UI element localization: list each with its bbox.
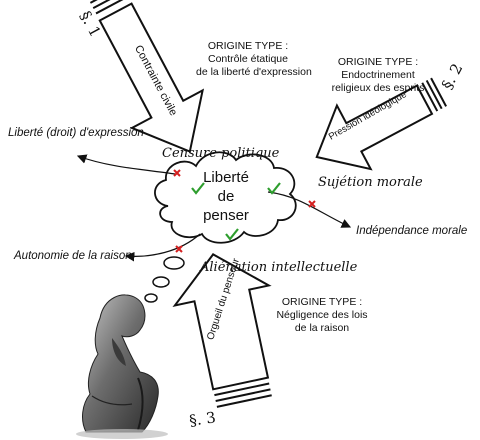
- arrow-1-stripe: [89, 0, 123, 4]
- origin-one-label: ORIGINE TYPE : Contrôle étatique de la l…: [196, 40, 312, 79]
- outcome-independance: Indépendance morale: [356, 225, 468, 237]
- threat-alienation: Aliénation intellectuelle: [200, 260, 358, 275]
- arrow-2: [315, 77, 447, 171]
- origin-one-line3: de la liberté d'expression: [196, 66, 312, 78]
- section-three: §. 3: [188, 408, 217, 430]
- threat-sujetion: Sujétion morale: [318, 175, 423, 190]
- origin-three-line2: Négligence des lois: [276, 309, 368, 321]
- cloud-label: Liberté de penser: [186, 168, 266, 225]
- origin-three-line1: ORIGINE TYPE :: [281, 296, 363, 308]
- arrow-2-body: [315, 84, 434, 171]
- cross-icon: [308, 200, 316, 208]
- arrow-3-stripe: [214, 382, 270, 397]
- arrow-3: [172, 253, 272, 408]
- thinker-figure: [76, 294, 168, 439]
- thought-cloud: [154, 151, 297, 244]
- origin-two-line1: ORIGINE TYPE :: [337, 56, 419, 68]
- cloud-line2: de: [217, 188, 235, 205]
- origin-two-label: ORIGINE TYPE : Endoctrinement religieux …: [326, 56, 430, 95]
- origin-two-line3: religieux des esprits: [331, 82, 425, 94]
- arrow-2-stripe: [430, 77, 447, 107]
- cloud-line1: Liberté: [203, 169, 249, 186]
- arrow-3-stripe: [215, 388, 271, 403]
- arrow-3-body: [172, 253, 272, 391]
- arrow-2-stripe: [425, 79, 443, 110]
- origin-three-label: ORIGINE TYPE : Négligence des lois de la…: [266, 296, 378, 335]
- outcome-autonomie: Autonomie de la raison: [14, 250, 132, 262]
- thought-bubble: [152, 276, 170, 288]
- cross-icon: [173, 169, 181, 177]
- connector-sujetion: [267, 191, 352, 228]
- connector-alienation: [124, 233, 201, 262]
- origin-two-line2: Endoctrinement: [341, 69, 415, 81]
- connector-censure: [76, 154, 176, 175]
- cross-icon: [175, 245, 183, 253]
- cloud-line3: penser: [203, 207, 249, 224]
- origin-three-line3: de la raison: [294, 322, 350, 334]
- thought-bubble: [163, 256, 185, 270]
- arrow-1: [89, 0, 205, 153]
- origin-one-line2: Contrôle étatique: [208, 53, 288, 65]
- thought-bubble: [144, 293, 158, 303]
- arrow-2-stripe: [421, 82, 439, 112]
- check-icon: [267, 182, 281, 195]
- arrow-3-stripe: [216, 394, 272, 408]
- outcome-expression: Liberté (droit) d'expression: [8, 127, 144, 139]
- arrow-1-body: [98, 2, 205, 153]
- arrow-1-stripe: [95, 0, 129, 15]
- check-icon: [191, 182, 205, 195]
- check-icon: [225, 228, 239, 241]
- threat-censure: Censure politique: [162, 146, 280, 161]
- arrow-1-stripe: [92, 0, 126, 10]
- origin-one-line1: ORIGINE TYPE :: [207, 40, 289, 52]
